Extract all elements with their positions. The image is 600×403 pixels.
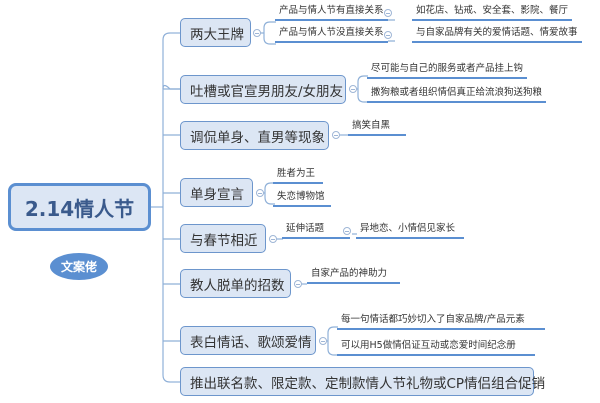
branch-node-singles-manifesto[interactable]: 单身宣言 xyxy=(180,178,253,207)
leaf-label: 异地恋、小情侣见家长 xyxy=(360,223,456,234)
leaf-label: 失恋博物馆 xyxy=(277,191,325,202)
branch-label: 调侃单身、直男等现象 xyxy=(190,129,325,146)
collapse-toggle-icon[interactable] xyxy=(253,29,261,37)
branch-node-near-spring-festival[interactable]: 与春节相近 xyxy=(180,224,266,253)
author-tag-label: 文案佬 xyxy=(60,260,97,274)
branch-node-two-trump-cards[interactable]: 两大王牌 xyxy=(180,18,251,47)
branch-label: 推出联名款、限定款、定制款情人节礼物或CP情侣组合促销 xyxy=(190,375,546,392)
leaf-label: 尽可能与自己的服务或者产品挂上钩 xyxy=(371,63,524,74)
collapse-toggle-icon[interactable] xyxy=(349,85,357,93)
branch-node-tease-singles[interactable]: 调侃单身、直男等现象 xyxy=(180,121,329,150)
leaf-label: 每一句情话都巧妙切入了自家品牌/产品元素 xyxy=(341,314,525,325)
leaf-label: 与自家品牌有关的爱情话题、情爱故事 xyxy=(416,27,578,38)
leaf-label: 搞笑自黑 xyxy=(352,120,391,131)
collapse-toggle-icon[interactable] xyxy=(256,189,264,197)
leaf-node[interactable]: 自家产品的神助力 xyxy=(307,267,400,284)
leaf-node[interactable]: 尽可能与自己的服务或者产品挂上钩 xyxy=(367,62,528,79)
branch-node-announce-partner[interactable]: 吐槽或官宣男朋友/女朋友 xyxy=(180,75,346,104)
branch-node-dating-tips[interactable]: 教人脱单的招数 xyxy=(180,269,291,298)
leaf-node[interactable]: 与自家品牌有关的爱情话题、情爱故事 xyxy=(412,26,582,43)
root-title: 2.14情人节 xyxy=(24,196,135,221)
leaf-label: 产品与情人节没直接关系 xyxy=(279,27,384,38)
leaf-label: 可以用H5做情侣证互动或恋爱时间纪念册 xyxy=(341,340,516,351)
leaf-label: 延伸话题 xyxy=(286,223,325,234)
branch-label: 教人脱单的招数 xyxy=(190,277,285,294)
collapse-toggle-icon[interactable] xyxy=(319,337,327,345)
collapse-toggle-icon[interactable] xyxy=(332,131,340,139)
collapse-toggle-icon[interactable] xyxy=(384,9,392,17)
collapse-toggle-icon[interactable] xyxy=(269,235,277,243)
collapse-toggle-icon[interactable] xyxy=(384,31,392,39)
leaf-label: 如花店、钻戒、安全套、影院、餐厅 xyxy=(416,5,569,16)
branch-label: 与春节相近 xyxy=(190,232,258,249)
leaf-node[interactable]: 可以用H5做情侣证互动或恋爱时间纪念册 xyxy=(337,339,535,356)
leaf-node[interactable]: 如花店、钻戒、安全套、影院、餐厅 xyxy=(412,4,573,21)
leaf-label: 撒狗粮或者组织情侣真正给流浪狗送狗粮 xyxy=(371,87,543,98)
branch-label: 吐槽或官宣男朋友/女朋友 xyxy=(190,83,344,100)
author-tag: 文案佬 xyxy=(50,253,108,280)
leaf-label: 自家产品的神助力 xyxy=(311,268,388,279)
branch-node-joint-products[interactable]: 推出联名款、限定款、定制款情人节礼物或CP情侣组合促销 xyxy=(180,367,545,396)
leaf-node[interactable]: 产品与情人节有直接关系 xyxy=(275,4,388,21)
leaf-node[interactable]: 异地恋、小情侣见家长 xyxy=(356,222,464,239)
branch-label: 单身宣言 xyxy=(190,186,244,203)
branch-label: 表白情话、歌颂爱情 xyxy=(190,334,312,351)
leaf-node[interactable]: 产品与情人节没直接关系 xyxy=(275,26,388,43)
leaf-label: 产品与情人节有直接关系 xyxy=(279,5,384,16)
leaf-node[interactable]: 失恋博物馆 xyxy=(273,190,331,207)
collapse-toggle-icon[interactable] xyxy=(343,227,351,235)
leaf-node[interactable]: 撒狗粮或者组织情侣真正给流浪狗送狗粮 xyxy=(367,86,547,103)
branch-label: 两大王牌 xyxy=(190,26,244,43)
collapse-toggle-icon[interactable] xyxy=(294,280,302,288)
root-node[interactable]: 2.14情人节 xyxy=(8,183,151,231)
leaf-node[interactable]: 每一句情话都巧妙切入了自家品牌/产品元素 xyxy=(337,313,545,330)
leaf-label: 胜者为王 xyxy=(277,168,316,179)
leaf-node[interactable]: 胜者为王 xyxy=(273,167,323,184)
branch-node-love-confessions[interactable]: 表白情话、歌颂爱情 xyxy=(180,326,316,355)
leaf-node[interactable]: 延伸话题 xyxy=(282,222,350,239)
leaf-node[interactable]: 搞笑自黑 xyxy=(348,119,406,136)
